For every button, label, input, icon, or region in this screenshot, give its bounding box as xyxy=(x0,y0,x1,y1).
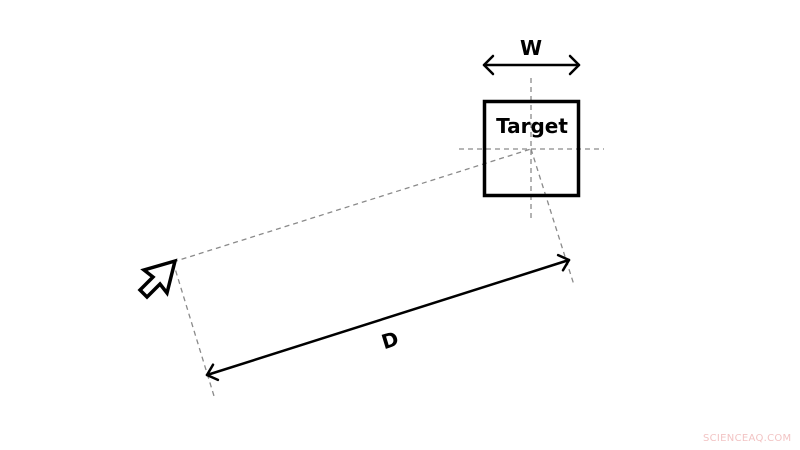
chevron-left-icon xyxy=(482,54,495,76)
double-headed-arrow-icon xyxy=(205,253,571,382)
chevron-right-icon xyxy=(568,54,581,76)
arrowhead-end xyxy=(556,253,571,272)
mouse-pointer-icon xyxy=(137,258,178,300)
target-label: Target xyxy=(496,114,568,138)
pointer-to-target-guide xyxy=(172,148,532,263)
width-label: W xyxy=(520,36,542,60)
watermark-text: SCIENCEAQ.COM xyxy=(703,433,792,444)
target-box xyxy=(482,99,581,198)
width-arrow xyxy=(482,54,581,76)
arrowhead-start xyxy=(205,363,220,382)
distance-label: D xyxy=(379,326,402,354)
